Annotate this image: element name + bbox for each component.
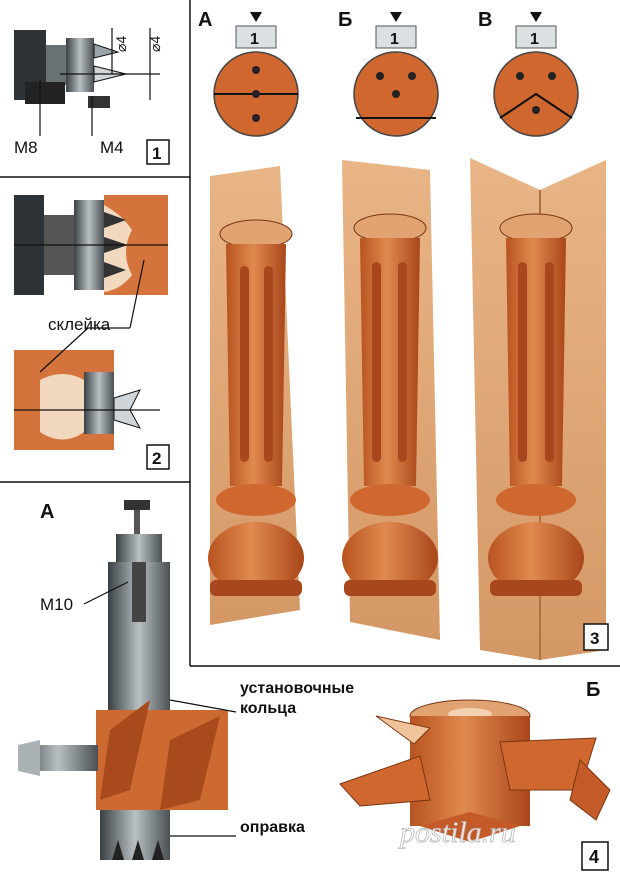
subpanel-b-label: Б: [586, 679, 600, 701]
label-setting-rings-line1: установочные: [240, 680, 354, 697]
label-diameter-4b: ⌀4: [147, 36, 163, 52]
label-m10: M10: [40, 595, 73, 614]
panel-1: M8 M4 ⌀4 ⌀4 1: [14, 28, 170, 165]
variant-v: В 1: [470, 9, 606, 660]
marker-number-b: 1: [390, 31, 399, 48]
label-arbor: оправка: [240, 819, 305, 836]
label-m4: M4: [100, 138, 124, 157]
cutter-head-side-view: [14, 30, 127, 108]
panel-number-box-3: [583, 623, 609, 651]
label-m8: M8: [14, 138, 38, 157]
column-shaft-v: [506, 238, 566, 486]
subpanel-a-label: А: [40, 501, 54, 523]
panel-number-box-2: [146, 444, 170, 470]
marker-tab-a: [235, 25, 277, 49]
variant-a-label: А: [198, 9, 212, 31]
variant-v-label: В: [478, 9, 492, 31]
column-base-b: [342, 522, 438, 594]
variant-a: А 1: [198, 9, 304, 625]
watermark: postila.ru: [398, 816, 516, 849]
marker-arrow-a: [250, 12, 262, 22]
panel-number-1: 1: [152, 144, 161, 163]
marker-number-v: 1: [530, 31, 539, 48]
variant-b-label: Б: [338, 9, 352, 31]
panel-borders: [0, 0, 620, 667]
marker-arrow-v: [530, 12, 542, 22]
panel-number-box-4: [581, 841, 609, 871]
cutter-assembly-section: [18, 500, 228, 860]
column-base-v: [488, 522, 584, 594]
cutter-with-workpiece: [14, 195, 168, 295]
dimension-lines: [39, 28, 160, 136]
cutter-isometric-view: [339, 699, 611, 842]
label-diameter-4a: ⌀4: [113, 36, 129, 52]
column-shaft-b: [360, 238, 420, 486]
panel-2: склейка 2: [14, 195, 170, 470]
label-setting-rings-line2: кольца: [240, 700, 296, 717]
marker-number-a: 1: [250, 31, 259, 48]
panel-3: А 1 Б 1: [198, 9, 609, 660]
glued-joint-detail: [14, 350, 160, 450]
panel-number-4: 4: [589, 847, 599, 867]
marker-tab-v: [515, 25, 557, 49]
column-shaft-a: [226, 244, 286, 486]
label-glue: склейка: [48, 315, 111, 334]
panel-number-3: 3: [590, 629, 599, 648]
panel-number-box-1: [146, 139, 170, 165]
variant-b: Б 1: [338, 9, 440, 640]
marker-arrow-b: [390, 12, 402, 22]
panel-number-2: 2: [152, 449, 161, 468]
marker-tab-b: [375, 25, 417, 49]
panel-4: А M10 установочные кольца оправка Б: [18, 500, 611, 871]
column-base-a: [208, 522, 304, 594]
